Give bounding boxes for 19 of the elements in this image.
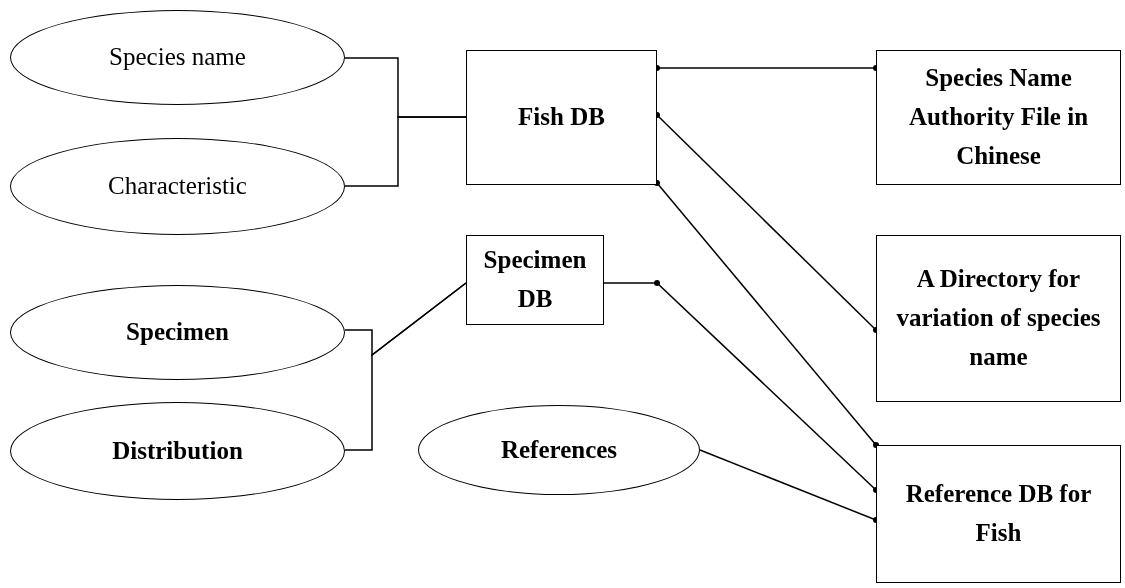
relationship-line — [603, 280, 877, 493]
database-box — [876, 50, 1121, 185]
node-label: References — [500, 434, 618, 465]
node-label: Fish DB — [518, 102, 605, 133]
node-label: Species Name Authority File in Chinese — [907, 63, 1090, 171]
node-label: Characteristic — [108, 171, 247, 202]
database-box — [876, 445, 1121, 583]
relationship-line — [654, 180, 879, 448]
node-label: Distribution — [112, 435, 243, 466]
connector-line — [344, 116, 467, 187]
node-label: Species name — [109, 42, 246, 73]
node-label: Reference DB for Fish — [904, 479, 1093, 548]
database-box — [466, 235, 604, 325]
connector-line — [344, 282, 467, 451]
database-box — [876, 235, 1121, 402]
database-box — [466, 50, 657, 185]
node-label: A Directory for variation of species name — [895, 264, 1102, 372]
node-label: Specimen DB — [482, 245, 588, 314]
node-label: Specimen — [126, 317, 229, 348]
